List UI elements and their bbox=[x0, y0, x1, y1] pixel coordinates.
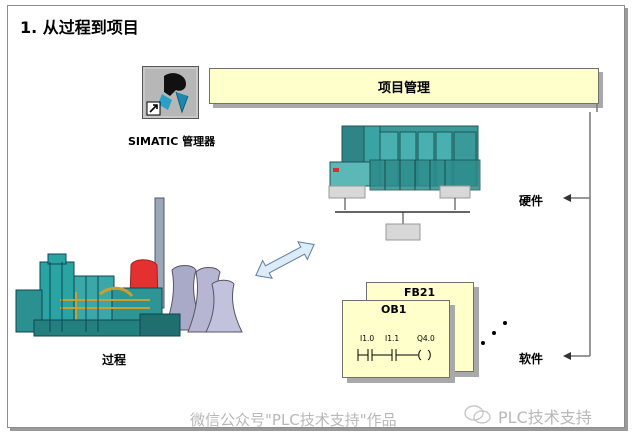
continuation-dots bbox=[481, 321, 507, 345]
slide-title: 1. 从过程到项目 bbox=[20, 18, 139, 37]
contact-i10-label: I1.0 bbox=[360, 334, 375, 343]
project-management-box: 项目管理 bbox=[209, 68, 599, 104]
software-arrow bbox=[563, 352, 571, 360]
ob1-label: OB1 bbox=[381, 303, 407, 316]
hardware-label: 硬件 bbox=[519, 194, 544, 208]
simatic-manager-label: SIMATIC 管理器 bbox=[128, 135, 216, 148]
software-label: 软件 bbox=[519, 352, 544, 366]
power-plant-icon bbox=[15, 197, 243, 337]
wechat-icon bbox=[464, 404, 492, 426]
double-arrow bbox=[255, 241, 315, 279]
contact-i11-label: I1.1 bbox=[385, 334, 400, 343]
hardware-arrow bbox=[563, 194, 571, 202]
watermark-right: PLC技术支持 bbox=[498, 408, 592, 427]
coil-q40-label: Q4.0 bbox=[417, 334, 435, 343]
process-label: 过程 bbox=[102, 353, 127, 367]
fb21-label: FB21 bbox=[404, 286, 436, 299]
watermark-left: 微信公众号"PLC技术支持"作品 bbox=[190, 411, 397, 429]
ob1-block bbox=[342, 300, 450, 378]
plc-rack-icon bbox=[328, 125, 481, 241]
simatic-manager-icon bbox=[142, 66, 199, 119]
project-management-label: 项目管理 bbox=[377, 80, 430, 96]
